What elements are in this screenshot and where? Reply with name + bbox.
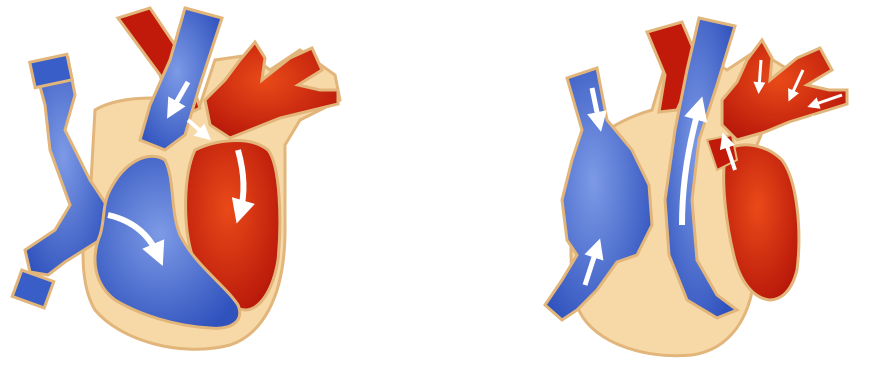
heart-right-svg: [437, 0, 874, 367]
pulmonary-veins: [722, 40, 847, 140]
heart-left-svg: [0, 0, 437, 367]
heart-diagram-left: [0, 0, 437, 367]
flow-arrow-pv-3: [809, 115, 839, 122]
flow-arrow-pv-4: [759, 60, 761, 88]
heart-diagram-right: [437, 0, 874, 367]
